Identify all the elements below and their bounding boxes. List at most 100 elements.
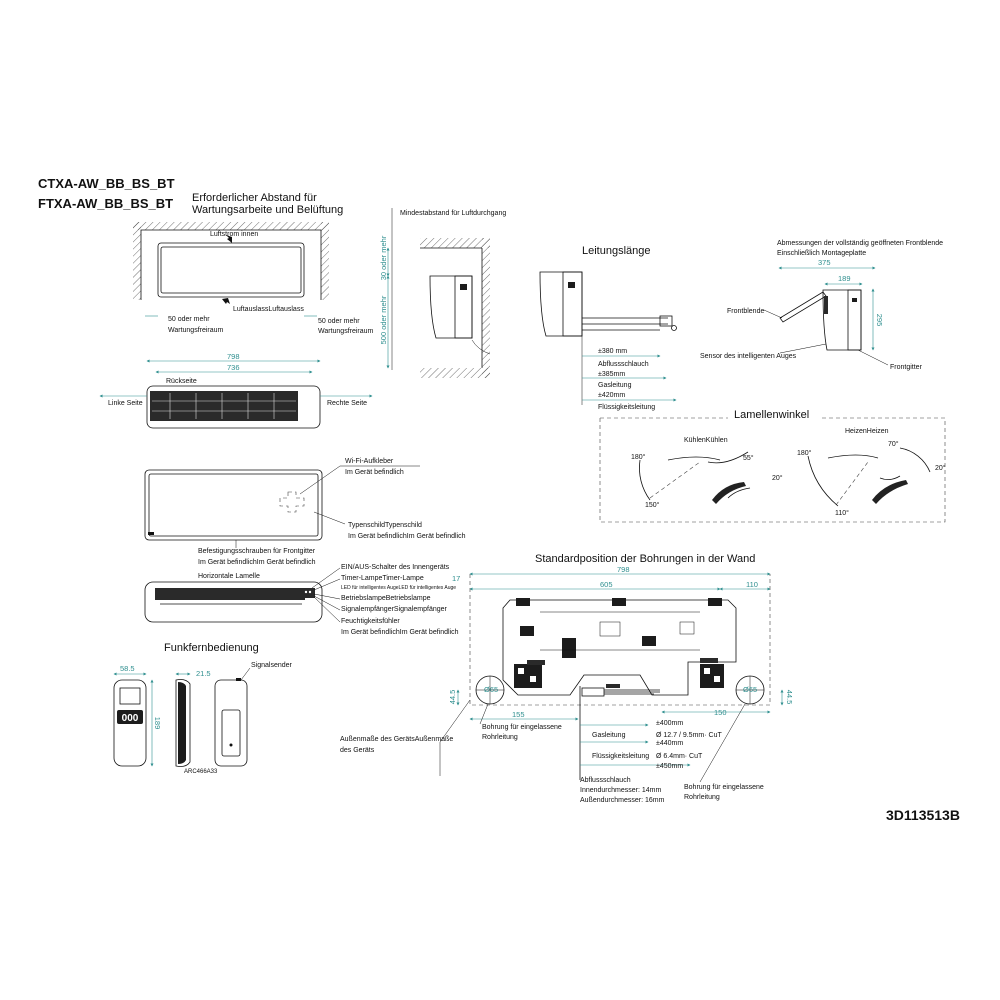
drain-length: ±380 mm xyxy=(598,348,627,355)
liquid-pipe-label: Flüssigkeitsleitung xyxy=(592,753,649,760)
bottom-view-diagram: Horizontale Lamelle EIN/AUS-Schalter des… xyxy=(144,564,459,636)
screws-location: Im Gerät befindlichIm Gerät befindlich xyxy=(198,559,316,566)
wall-dim-155: 155 xyxy=(512,710,525,719)
heat-110: 110° xyxy=(835,509,849,517)
wall-dim-17: 17 xyxy=(452,574,460,583)
front-gap-value: 500 oder mehr xyxy=(379,295,388,344)
cool-55: 55° xyxy=(743,454,754,462)
dim-295: 295 xyxy=(875,314,884,327)
timer-label: Timer-LampeTimer-Lampe xyxy=(341,575,424,582)
heat-70: 70° xyxy=(888,440,899,448)
panel-title-2: Einschließlich Montageplatte xyxy=(777,250,866,257)
hole-diameter-left: Ø65 xyxy=(484,685,498,694)
drain-outer: Außendurchmesser: 16mm xyxy=(580,797,665,804)
liquid-length: ±420mm xyxy=(598,392,625,399)
cool-20: 20° xyxy=(772,474,783,482)
liquid-label: Flüssigkeitsleitung xyxy=(598,404,655,411)
receiver-label: SignalempfängerSignalempfänger xyxy=(341,606,448,613)
left-gap-label: Wartungsfreiraum xyxy=(168,327,224,334)
clearance-title-2: Wartungsarbeite und Belüftung xyxy=(192,204,343,216)
led-eye-label: LED für intelligentes AugeLED für intell… xyxy=(341,585,456,591)
rear-label: Rückseite xyxy=(166,378,197,385)
model-name-2: FTXA-AW_BB_BS_BT xyxy=(38,196,173,211)
heat-20: 20° xyxy=(935,464,946,472)
pipe-length-diagram: Leitungslänge ±380 mm Abflussschlauch ±3… xyxy=(539,245,677,411)
remote-control-diagram: Funkfernbedienung 58.5 000 189 21.5 Sign… xyxy=(113,642,293,775)
wall-dim-110: 110 xyxy=(746,580,758,589)
remote-title: Funkfernbedienung xyxy=(164,642,259,654)
dim-189: 189 xyxy=(838,274,851,283)
liquid-spec: Ø 6.4mm· CuT xyxy=(656,753,703,760)
gas-length: ±385mm xyxy=(598,371,625,378)
top-gap-value: 30 oder mehr xyxy=(379,235,388,280)
heat-180: 180° xyxy=(797,449,812,457)
louvre-angle-diagram: Lamellenwinkel KühlenKühlen HeizenHeizen… xyxy=(599,409,946,523)
front-view-diagram: Wi-Fi-Aufkleber Im Gerät befindlich Type… xyxy=(144,458,466,566)
hole-diameter-right: Ø65 xyxy=(743,685,757,694)
model-name-1: CTXA-AW_BB_BS_BT xyxy=(38,176,175,191)
remote-model: ARC466A33 xyxy=(184,769,218,775)
top-dim-798: 798 xyxy=(227,352,240,361)
right-side-label: Rechte Seite xyxy=(327,400,367,407)
transmitter-label: Signalsender xyxy=(251,662,293,669)
clearance-title-1: Erforderlicher Abstand für xyxy=(192,192,317,204)
recess-hole-left-2: Rohrleitung xyxy=(482,734,518,741)
top-dim-736: 736 xyxy=(227,363,240,372)
on-off-label: EIN/AUS-Schalter des Innengeräts xyxy=(341,564,450,571)
nameplate-location: Im Gerät befindlichIm Gerät befindlich xyxy=(348,533,466,540)
frontblende-label: Frontblende xyxy=(727,308,764,315)
cool-150: 150° xyxy=(645,501,660,509)
panel-title-1: Abmessungen der vollständig geöffneten F… xyxy=(777,240,943,247)
drain-inner: Innendurchmesser: 14mm xyxy=(580,787,661,794)
left-gap-value: 50 oder mehr xyxy=(168,316,210,323)
remote-depth: 21.5 xyxy=(196,669,211,678)
cooling-label: KühlenKühlen xyxy=(684,437,728,444)
wall-dim-445-right: 44.5 xyxy=(785,690,794,705)
remote-display: 000 xyxy=(122,713,139,724)
gas-spec: Ø 12.7 / 9.5mm· CuT xyxy=(656,732,722,739)
wifi-location: Im Gerät befindlich xyxy=(345,469,404,476)
wall-holes-title: Standardposition der Bohrungen in der Wa… xyxy=(535,553,755,565)
heating-label: HeizenHeizen xyxy=(845,428,889,435)
screws-label: Befestigungsschrauben für Frontgitter xyxy=(198,548,316,555)
cool-180: 180° xyxy=(631,453,646,461)
drain-hose-label: Abflussschlauch xyxy=(580,777,631,784)
top-view-diagram: 798 736 Rückseite Linke Seite Rechte Sei… xyxy=(99,352,373,429)
gas-pipe-label: Gasleitung xyxy=(592,732,626,739)
wall-dim-445-left: 44.5 xyxy=(448,690,457,705)
right-gap-label: Wartungsfreiraum xyxy=(318,328,374,335)
frontgitter-label: Frontgitter xyxy=(890,364,923,371)
outline-label-2: des Geräts xyxy=(340,747,375,754)
open-panel-diagram: Abmessungen der vollständig geöffneten F… xyxy=(700,240,943,371)
pipe-length-title: Leitungslänge xyxy=(582,245,651,257)
humidity-location: Im Gerät befindlichIm Gerät befindlich xyxy=(341,629,459,636)
airflow-in-label: Luftstrom innen xyxy=(210,231,258,238)
drawing-code: 3D113513B xyxy=(886,807,960,823)
liquid-450: ±450mm xyxy=(656,763,683,770)
wall-dim-605: 605 xyxy=(600,580,613,589)
run-lamp-label: BetriebslampeBetriebslampe xyxy=(341,595,431,602)
airflow-out-label: LuftauslassLuftauslass xyxy=(233,306,304,313)
wall-dim-150: 150 xyxy=(714,708,727,717)
outline-label-1: Außenmaße des GerätsAußenmaße xyxy=(340,736,453,743)
clearance-diagram: Erforderlicher Abstand für Wartungsarbei… xyxy=(133,192,374,335)
recess-hole-right-1: Bohrung für eingelassene xyxy=(684,784,764,791)
dim-375: 375 xyxy=(818,258,831,267)
drain-label: Abflussschlauch xyxy=(598,361,649,368)
right-gap-value: 50 oder mehr xyxy=(318,318,360,325)
wifi-label: Wi-Fi-Aufkleber xyxy=(345,458,394,465)
gas-label: Gasleitung xyxy=(598,382,632,389)
gas-440: ±440mm xyxy=(656,740,683,747)
min-distance-title: Mindestabstand für Luftdurchgang xyxy=(400,210,506,217)
wall-holes-diagram: Standardposition der Bohrungen in der Wa… xyxy=(340,553,794,804)
nameplate-label: TypenschildTypenschild xyxy=(348,522,422,529)
humidity-label: Feuchtigkeitsfühler xyxy=(341,618,400,625)
wall-dim-798: 798 xyxy=(617,565,630,574)
recess-hole-left-1: Bohrung für eingelassene xyxy=(482,724,562,731)
louvre-title: Lamellenwinkel xyxy=(734,409,809,421)
remote-width: 58.5 xyxy=(120,664,135,673)
horizontal-louvre-label: Horizontale Lamelle xyxy=(198,573,260,580)
min-distance-diagram: Mindestabstand für Luftdurchgang 30 oder… xyxy=(379,208,506,378)
sensor-label: Sensor des intelligenten Auges xyxy=(700,353,797,360)
remote-height: 189 xyxy=(153,717,162,730)
